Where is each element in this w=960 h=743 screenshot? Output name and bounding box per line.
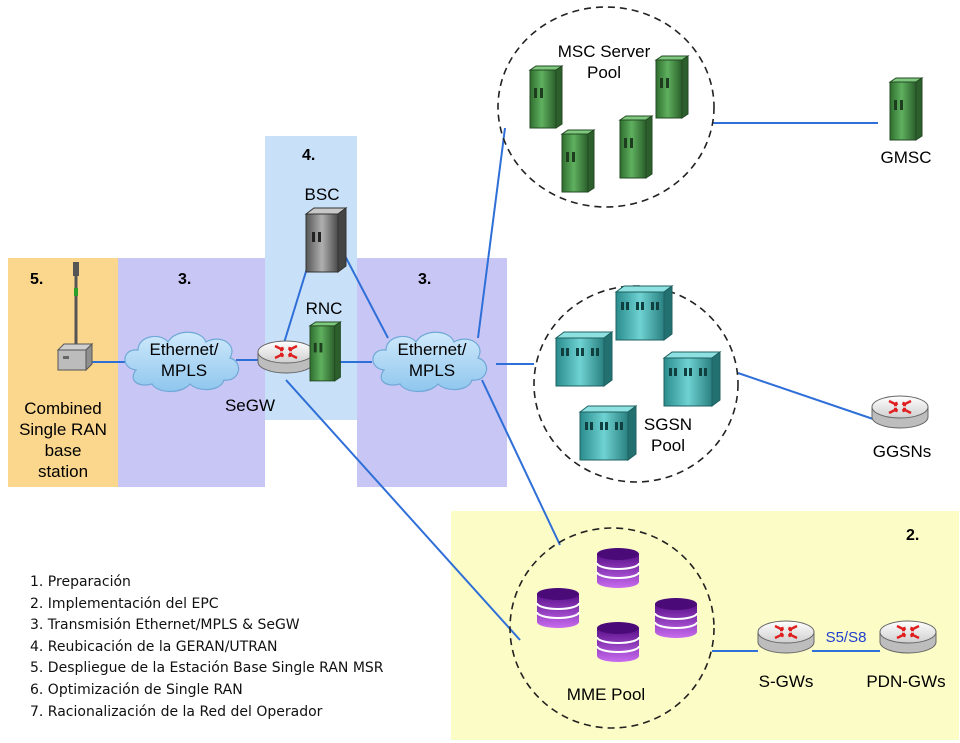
bsc-label: BSC bbox=[305, 185, 340, 204]
combined-bs-label-2: Single RAN bbox=[19, 420, 107, 439]
mme-disk-icon bbox=[596, 621, 640, 663]
region-3-right-label: 3. bbox=[418, 271, 431, 288]
msc-pool-label-1: MSC Server bbox=[558, 42, 651, 61]
ggsn-router-icon bbox=[870, 394, 930, 430]
gmsc-label: GMSC bbox=[881, 148, 932, 167]
msc-pool-label-2: Pool bbox=[587, 63, 621, 82]
rnc-label: RNC bbox=[306, 299, 343, 318]
combined-bs-label-3: base bbox=[45, 441, 82, 460]
msc-server-icon bbox=[619, 115, 653, 179]
sgsn-rack-icon bbox=[555, 331, 613, 387]
bsc-cabinet-icon bbox=[304, 207, 348, 273]
msc-server-icon bbox=[561, 129, 595, 193]
msc-server-icon bbox=[529, 65, 563, 129]
sgsn-rack-icon bbox=[579, 405, 637, 461]
pdngw-router-icon bbox=[878, 619, 938, 655]
segw-router-icon bbox=[256, 339, 316, 375]
mme-disk-icon bbox=[536, 587, 580, 629]
segw-label: SeGW bbox=[225, 396, 275, 415]
step-item: 6. Optimización de Single RAN bbox=[30, 681, 243, 698]
ggsns-label: GGSNs bbox=[873, 442, 932, 461]
step-item: 5. Despliegue de la Estación Base Single… bbox=[30, 660, 384, 677]
sgsn-rack-icon bbox=[615, 285, 673, 341]
sgws-label: S-GWs bbox=[759, 672, 814, 691]
step-item: 4. Reubicación de la GERAN/UTRAN bbox=[30, 638, 278, 655]
combined-bs-label-1: Combined bbox=[24, 399, 102, 418]
sgsn-rack-icon bbox=[663, 351, 721, 407]
step-item: 3. Transmisión Ethernet/MPLS & SeGW bbox=[30, 617, 300, 634]
step-item: 1. Preparación bbox=[30, 574, 131, 590]
mme-disk-icon bbox=[596, 547, 640, 589]
ethernet-right-label-1: Ethernet/ bbox=[398, 340, 467, 359]
region-2 bbox=[451, 511, 959, 740]
combined-bs-label-4: station bbox=[38, 462, 88, 481]
mme-disk-icon bbox=[654, 597, 698, 639]
ethernet-left-label-2: MPLS bbox=[161, 361, 207, 380]
ethernet-left-label-1: Ethernet/ bbox=[150, 340, 219, 359]
region-3-left-label: 3. bbox=[178, 271, 191, 288]
msc-server-icon bbox=[655, 55, 689, 119]
region-5 bbox=[8, 258, 118, 487]
step-item: 7. Racionalización de la Red del Operado… bbox=[30, 703, 323, 720]
sgw-router-icon bbox=[756, 619, 816, 655]
migration-steps-list: 1. Preparación 2. Implementación del EPC… bbox=[30, 572, 384, 723]
region-4-label: 4. bbox=[302, 147, 315, 164]
rnc-cabinet-icon bbox=[309, 321, 341, 382]
sgsn-pool-label-1: SGSN bbox=[644, 415, 692, 434]
step-item: 2. Implementación del EPC bbox=[30, 595, 219, 612]
region-5-label: 5. bbox=[30, 271, 43, 288]
mme-pool-boundary bbox=[509, 527, 715, 729]
pdngws-label: PDN-GWs bbox=[866, 672, 945, 691]
region-2-label: 2. bbox=[906, 527, 919, 544]
ethernet-right-label-2: MPLS bbox=[409, 361, 455, 380]
base-station-icon bbox=[56, 262, 94, 372]
msc-server-pool-boundary bbox=[497, 6, 715, 208]
sgsn-pool-label-2: Pool bbox=[651, 436, 685, 455]
mme-pool-label: MME Pool bbox=[567, 685, 645, 704]
links bbox=[92, 122, 880, 652]
s5s8-interface-label: S5/S8 bbox=[826, 629, 867, 646]
gmsc-server-icon bbox=[889, 77, 923, 141]
